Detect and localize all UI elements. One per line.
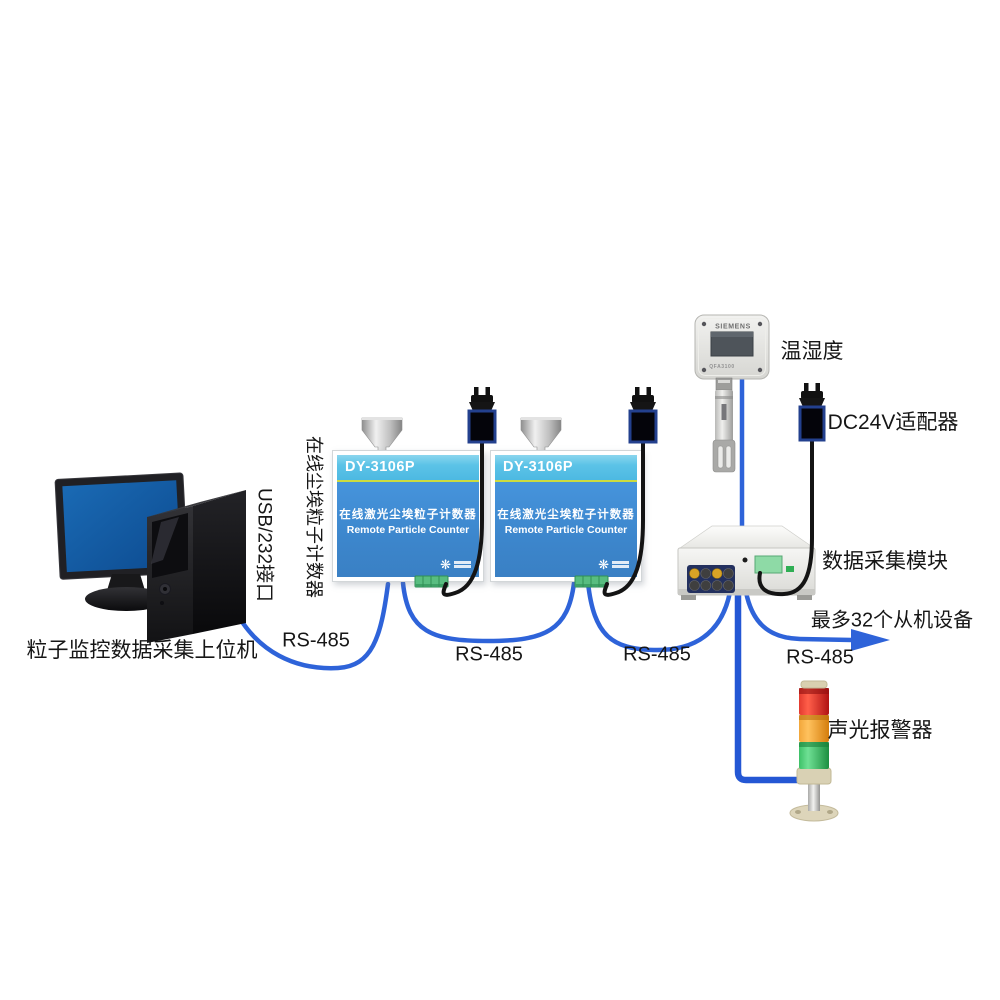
- label-rs485-1: RS-485: [282, 629, 350, 652]
- data-acquisition-module: [677, 525, 816, 600]
- host-computer: [54, 472, 246, 643]
- counter-front-panel: 在线激光尘埃粒子计数器 Remote Particle Counter ❋: [337, 482, 479, 577]
- counter-title-en: Remote Particle Counter: [346, 524, 470, 536]
- label-host-computer: 粒子监控数据采集上位机: [26, 639, 258, 662]
- brand-logo: ❋: [440, 558, 471, 571]
- pinwheel-logo-icon: ❋: [440, 557, 451, 572]
- logo-text-mark: [612, 561, 629, 568]
- cable-module-to-alarm: [734, 588, 814, 784]
- alarm-tower-light: [789, 680, 839, 822]
- temp-humidity-sensor: [694, 314, 770, 473]
- logo-text-mark: [454, 561, 471, 568]
- alarm-red-segment: [799, 688, 829, 715]
- label-data-module: 数据采集模块: [822, 550, 948, 573]
- counter-title-cn: 在线激光尘埃粒子计数器: [339, 509, 477, 521]
- particle-counter-1: DY-3106P 在线激光尘埃粒子计数器 Remote Particle Cou…: [332, 450, 484, 582]
- label-alarm: 声光报警器: [827, 719, 933, 742]
- alarm-green-segment: [799, 742, 829, 769]
- divider: [337, 480, 479, 482]
- terminal-block-2: [574, 575, 609, 588]
- divider: [495, 480, 637, 482]
- counter-model-label: DY-3106P: [337, 455, 479, 480]
- label-rs485-4: RS-485: [786, 646, 854, 669]
- label-dc24v-adapter: DC24V适配器: [827, 411, 959, 434]
- cable-pc-to-counter1: [227, 581, 391, 671]
- module-screen: [754, 555, 783, 574]
- rs485-cables: [227, 371, 855, 671]
- counter-title-en: Remote Particle Counter: [504, 524, 628, 536]
- cable-counter2-to-module: [585, 580, 733, 653]
- sensor-brand-label: SIEMENS: [715, 323, 751, 331]
- dc24v-adapter-plug: [757, 383, 826, 597]
- pinwheel-logo-icon: ❋: [598, 557, 609, 572]
- label-rs485-2: RS-485: [455, 643, 523, 666]
- particle-counter-2: DY-3106P 在线激光尘埃粒子计数器 Remote Particle Cou…: [490, 450, 642, 582]
- monitor-base: [85, 587, 167, 611]
- counter-front-panel: 在线激光尘埃粒子计数器 Remote Particle Counter ❋: [495, 482, 637, 577]
- sensor-probe: [712, 377, 736, 473]
- power-adapter-1: [441, 387, 497, 597]
- sensor-model-label: QFA3100: [709, 364, 735, 370]
- pc-tower: [147, 490, 246, 643]
- cable-counter1-to-counter2: [400, 580, 577, 644]
- terminal-block-1: [414, 575, 449, 588]
- label-counter-group: 在线尘埃粒子计数器: [304, 436, 324, 598]
- arrowhead: [851, 629, 890, 651]
- counter-model-label: DY-3106P: [495, 455, 637, 480]
- cable-module-to-slaves: [743, 589, 855, 643]
- label-rs485-3: RS-485: [623, 643, 691, 666]
- brand-logo: ❋: [598, 558, 629, 571]
- power-adapter-2: [602, 387, 658, 597]
- label-usb-interface: USB/232接口: [253, 487, 275, 603]
- alarm-orange-segment: [799, 715, 829, 742]
- counter-title-cn: 在线激光尘埃粒子计数器: [497, 509, 635, 521]
- module-led: [786, 566, 794, 572]
- label-temp-humidity: 温湿度: [780, 340, 844, 363]
- label-max-slaves: 最多32个从机设备: [810, 609, 974, 632]
